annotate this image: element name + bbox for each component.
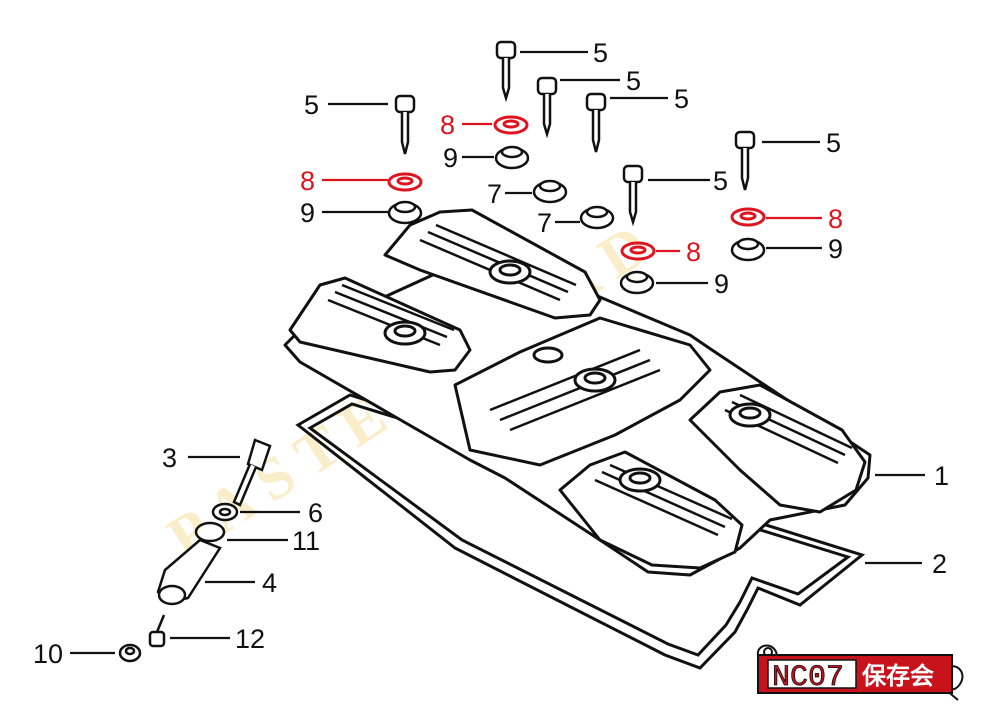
plug (579, 205, 615, 230)
tach-drive-assembly (118, 438, 272, 663)
bolt (394, 94, 416, 155)
cylinder-head-cover (283, 208, 872, 577)
callout-8: 8 (686, 237, 701, 267)
oil-seal (211, 502, 239, 522)
callout-12: 12 (235, 624, 265, 654)
bolt (734, 130, 756, 191)
callout-9: 9 (443, 143, 458, 173)
bolts (394, 40, 756, 227)
o-ring (194, 521, 226, 543)
callout-8: 8 (300, 166, 315, 196)
bolt (585, 92, 607, 153)
bolt (622, 164, 644, 227)
callout-11: 11 (292, 526, 320, 556)
bolt (536, 76, 558, 139)
callout-9: 9 (714, 269, 729, 299)
leader-lines (70, 50, 925, 655)
badge-kanji: 保存会 (861, 662, 934, 690)
badge-code: NC07 (772, 661, 844, 695)
callout-5: 5 (304, 90, 319, 120)
callout-9: 9 (300, 198, 315, 228)
callout-5: 5 (626, 66, 641, 96)
callout-8: 8 (828, 204, 843, 234)
washer (730, 207, 766, 227)
tach-gear (232, 438, 272, 507)
washer (493, 115, 529, 135)
grommet (619, 270, 655, 295)
washer (620, 241, 656, 261)
washer (387, 172, 423, 192)
callout-5: 5 (713, 166, 728, 196)
callout-4: 4 (262, 568, 277, 598)
callout-5: 5 (593, 38, 608, 68)
callout-6: 6 (308, 498, 323, 528)
callout-2: 2 (932, 549, 947, 579)
callout-8: 8 (440, 110, 455, 140)
callout-7: 7 (537, 208, 552, 238)
grommet (387, 200, 423, 225)
nut (118, 643, 142, 663)
callout-9: 9 (828, 234, 843, 264)
callout-5: 5 (826, 128, 841, 158)
grommets (387, 145, 766, 295)
grommet (730, 237, 766, 262)
callout-7: 7 (487, 179, 502, 209)
nc07-badge: NC07 保存会 (756, 644, 964, 701)
tach-housing (156, 538, 222, 606)
callout-3: 3 (162, 443, 177, 473)
screw (148, 614, 166, 648)
callout-5: 5 (674, 84, 689, 114)
bolt (495, 40, 517, 103)
grommet (494, 145, 530, 170)
callout-1: 1 (934, 461, 949, 491)
washers (387, 115, 766, 261)
callout-10: 10 (33, 639, 63, 669)
plug (532, 179, 568, 204)
callout-labels: 5 5 5 5 5 5 8 9 8 9 7 7 8 9 8 9 1 2 3 6 … (33, 38, 949, 669)
